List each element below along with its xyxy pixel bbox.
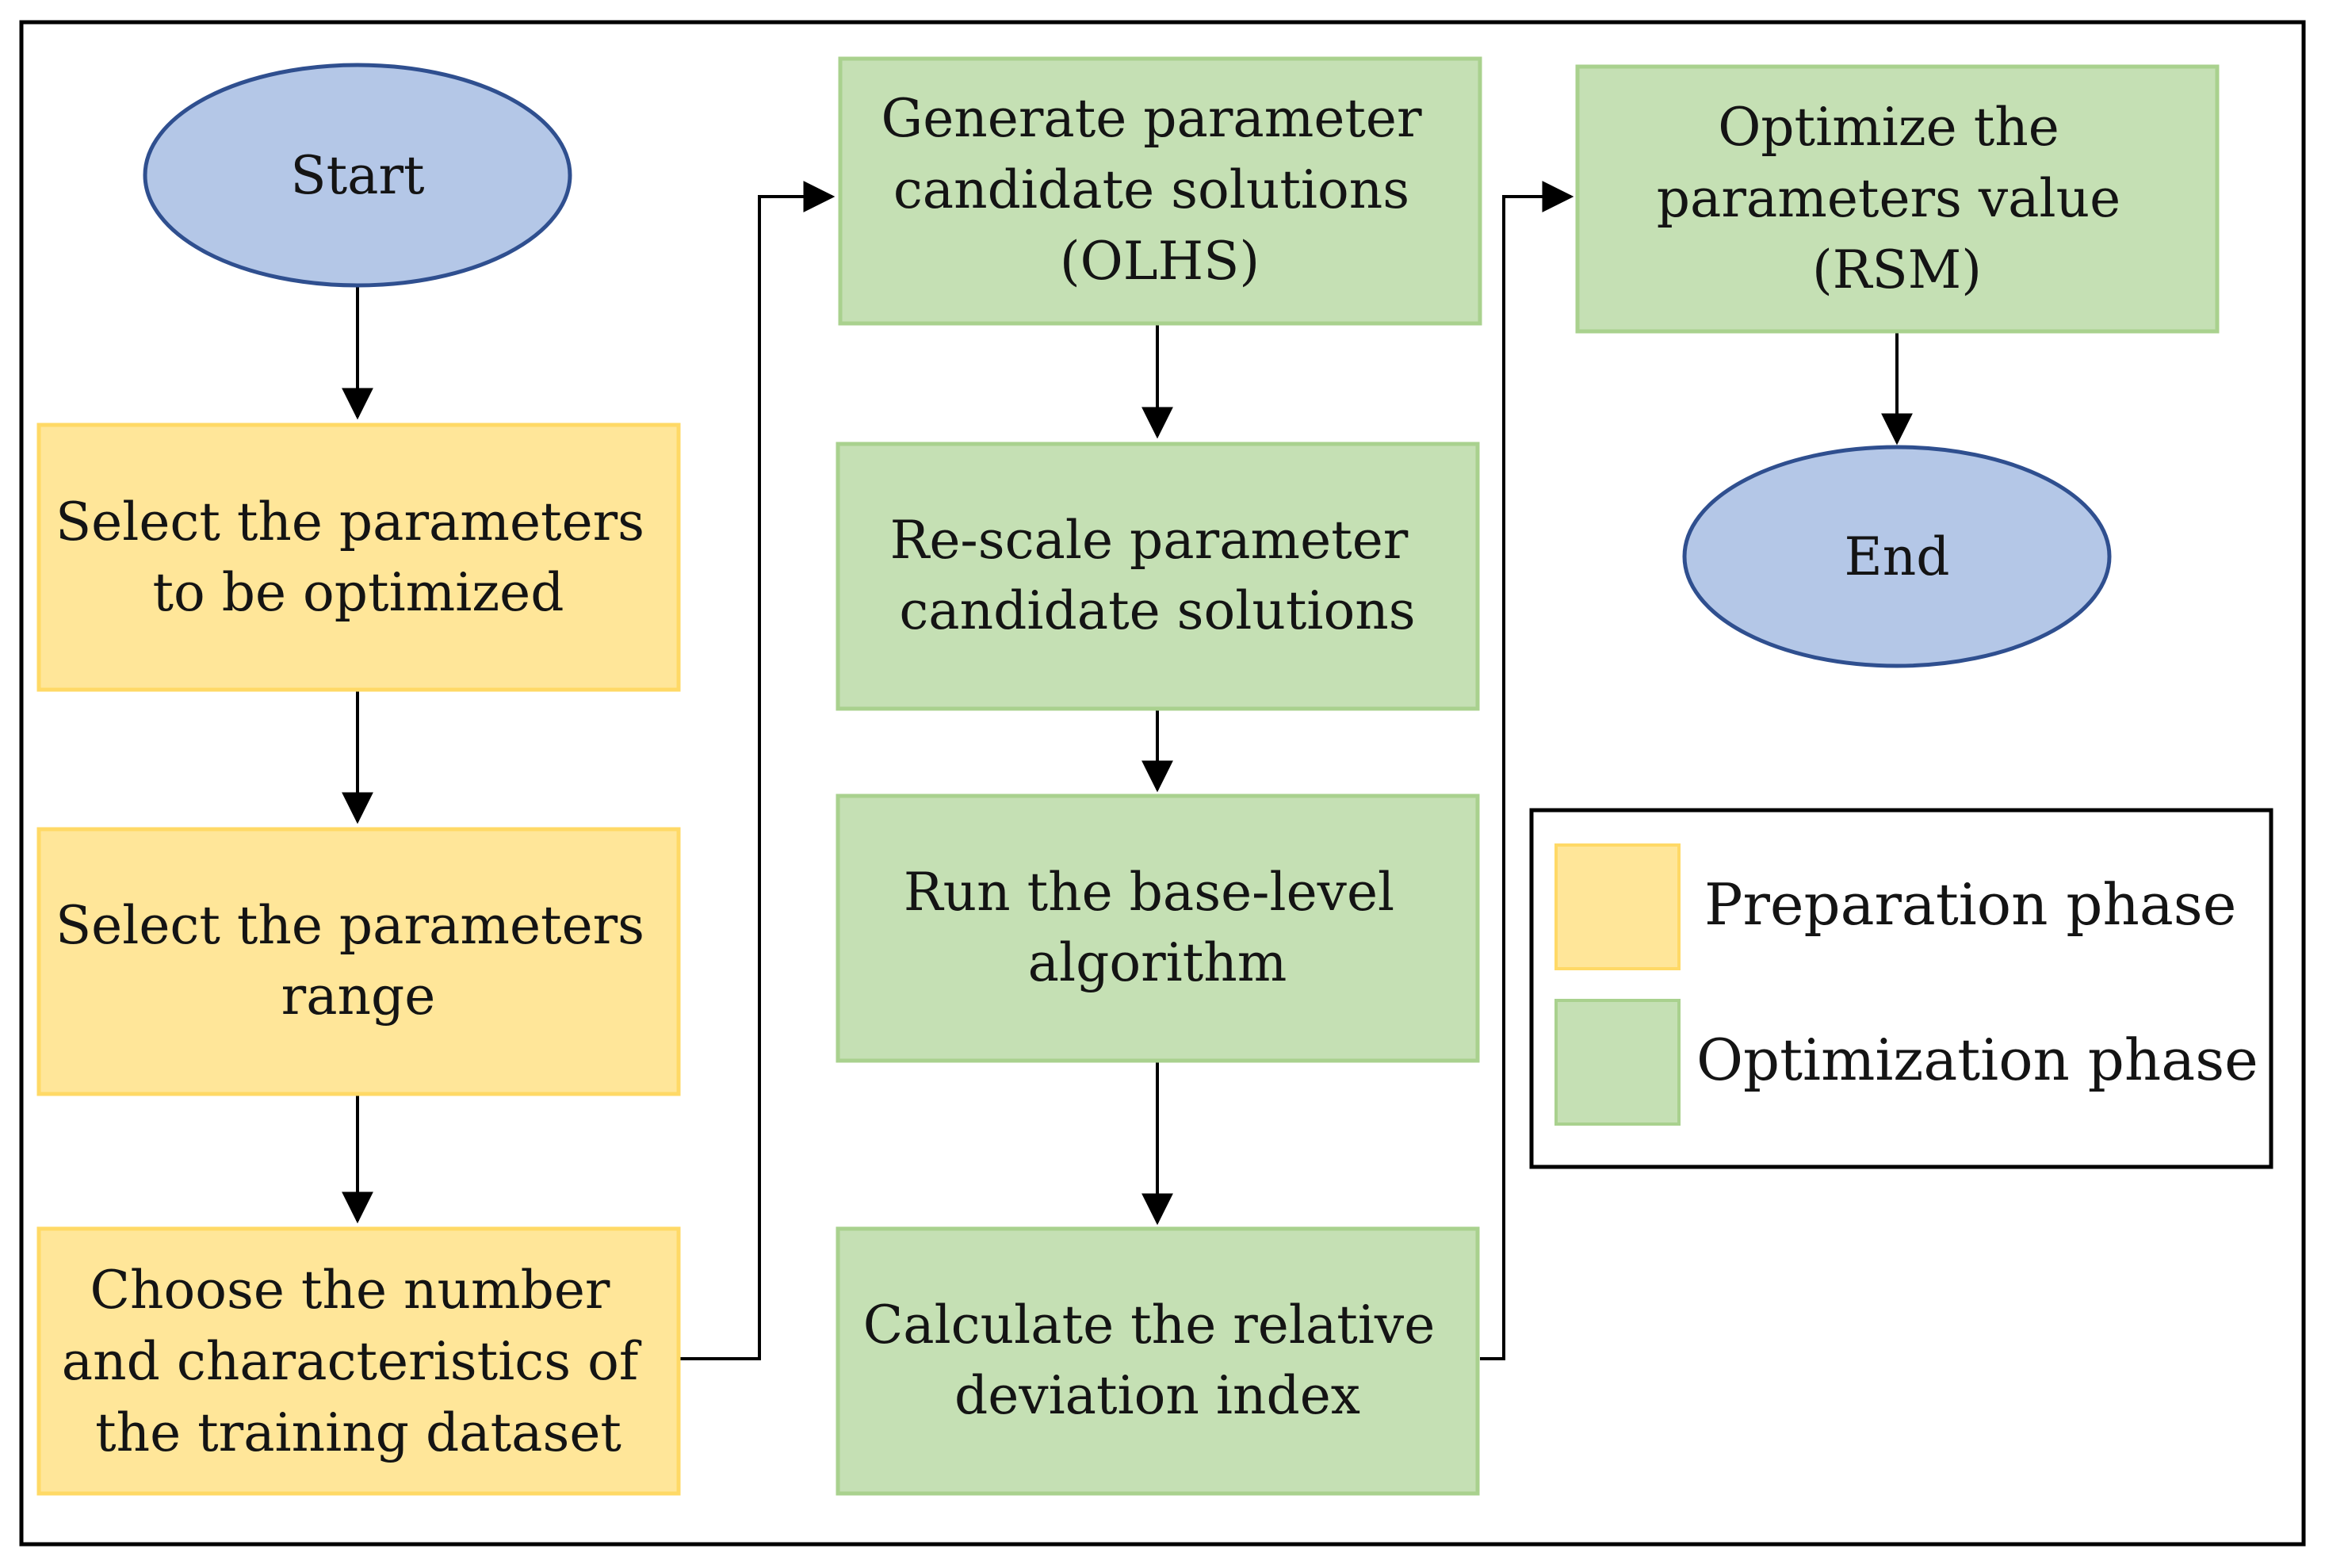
generate-olhs-box — [838, 56, 1482, 326]
calc-index-line-2: deviation index — [954, 1365, 1360, 1426]
optimize-rsm-line-1: Optimize the — [1718, 97, 2059, 158]
legend-swatch-optimization — [1554, 999, 1681, 1126]
select-params-line-1: Select the parameters — [55, 491, 644, 553]
legend-swatch-preparation — [1554, 843, 1681, 970]
connectors — [342, 181, 1913, 1360]
run-base-label: Run the base-level algorithm — [904, 862, 1411, 993]
choose-dataset-label: Choose the number and characteristics of… — [62, 1260, 655, 1463]
end-terminal — [1682, 445, 2112, 668]
calc-index-label: Calculate the relative deviation index — [863, 1295, 1452, 1426]
arrow-calc-to-optimize — [1480, 181, 1574, 1360]
generate-olhs-line-1: Generate parameter — [881, 88, 1422, 149]
generate-olhs-label: Generate parameter candidate solutions (… — [881, 88, 1438, 292]
rescale-label: Re-scale parameter candidate solutions — [890, 510, 1425, 641]
end-label: End — [1845, 526, 1950, 587]
legend-label-preparation: Preparation phase — [1704, 871, 2236, 938]
start-label-line: Start — [290, 145, 424, 206]
select-range-line-2: range — [281, 966, 436, 1027]
run-base-line-1: Run the base-level — [904, 862, 1394, 923]
choose-dataset-box — [36, 1226, 681, 1496]
end-label-line: End — [1845, 526, 1950, 587]
optimize-rsm-line-2: parameters value — [1657, 168, 2120, 229]
generate-olhs-line-2: candidate solutions — [893, 159, 1409, 220]
rescale-line-1: Re-scale parameter — [890, 510, 1409, 571]
choose-dataset-line-1: Choose the number — [90, 1260, 610, 1321]
calc-index-box — [836, 1226, 1480, 1496]
rescale-line-2: candidate solutions — [899, 580, 1415, 641]
select-range-box — [36, 827, 681, 1096]
choose-dataset-line-2: and characteristics of — [62, 1331, 642, 1392]
optimize-rsm-box — [1575, 64, 2220, 334]
select-range-label: Select the parameters range — [55, 895, 661, 1027]
run-base-line-2: algorithm — [1028, 932, 1287, 993]
legend: Preparation phase Optimization phase — [1529, 808, 2273, 1169]
select-params-line-2: to be optimized — [153, 562, 564, 623]
generate-olhs-line-3: (OLHS) — [1060, 231, 1260, 292]
optimize-rsm-line-3: (RSM) — [1812, 239, 1982, 300]
start-terminal — [143, 63, 572, 288]
select-range-line-1: Select the parameters — [55, 895, 644, 956]
optimize-rsm-label: Optimize the parameters value (RSM) — [1657, 97, 2137, 300]
select-params-label: Select the parameters to be optimized — [55, 491, 661, 623]
start-label: Start — [290, 145, 424, 206]
legend-label-optimization: Optimization phase — [1696, 1027, 2258, 1093]
select-params-box — [36, 423, 681, 692]
choose-dataset-line-3: the training dataset — [95, 1402, 621, 1463]
run-base-box — [836, 794, 1480, 1063]
rescale-box — [836, 442, 1480, 711]
calc-index-line-1: Calculate the relative — [863, 1295, 1436, 1356]
arrow-dataset-to-generate — [679, 181, 836, 1360]
